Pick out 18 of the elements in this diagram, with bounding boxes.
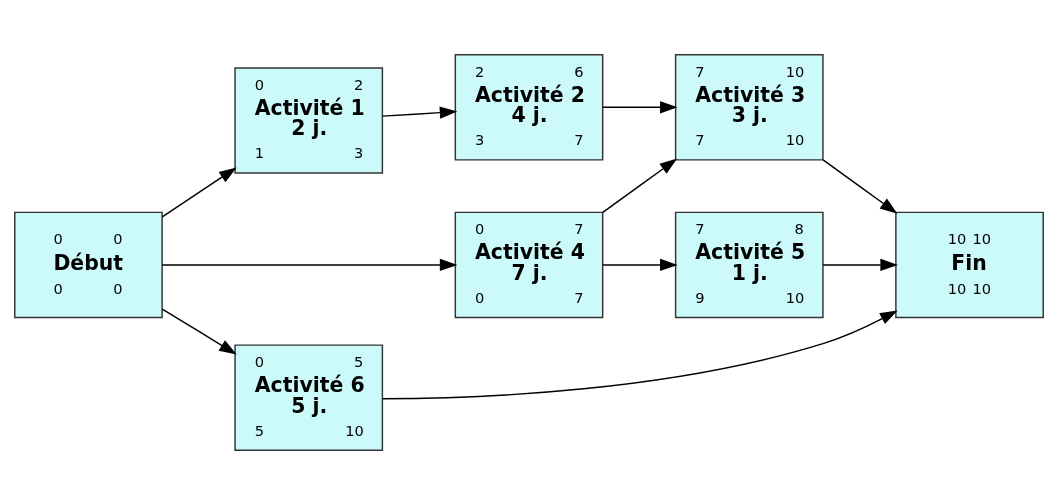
arrow bbox=[602, 158, 678, 213]
node-box: 7 10 Activité 3 3 j. 7 10 bbox=[674, 53, 824, 161]
arrow bbox=[822, 158, 898, 214]
arrow bbox=[822, 258, 898, 271]
arrow bbox=[381, 106, 458, 119]
node-box: 10 10 Fin 10 10 bbox=[895, 211, 1044, 318]
arrow bbox=[161, 307, 237, 355]
arrow bbox=[161, 258, 458, 271]
node-box: 0 5 Activité 6 5 j. 5 10 bbox=[234, 343, 384, 451]
node-box: 2 6 Activité 2 4 j. 3 7 bbox=[454, 53, 604, 161]
node-box: 0 7 Activité 4 7 j. 0 7 bbox=[454, 211, 604, 318]
arrow bbox=[602, 258, 678, 271]
node-box: 0 0 Début 0 0 bbox=[14, 211, 163, 318]
arrow bbox=[602, 100, 678, 113]
arrow bbox=[161, 166, 237, 218]
arrow bbox=[381, 309, 898, 400]
node-box: 0 2 Activité 1 2 j. 1 3 bbox=[234, 66, 384, 174]
node-box: 7 8 Activité 5 1 j. 9 10 bbox=[674, 211, 824, 318]
